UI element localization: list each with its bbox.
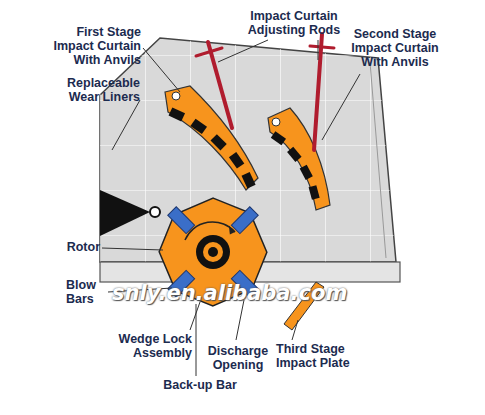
part-label: Back-up Bar — [150, 378, 250, 392]
part-label: Rotor — [60, 240, 100, 254]
first-stage-curtain — [165, 86, 258, 190]
part-label: Impact Curtain Adjusting Rods — [240, 9, 348, 37]
part-label: Second Stage Impact Curtain With Anvils — [340, 27, 450, 69]
watermark: snly.en.alibaba.com — [112, 281, 412, 305]
part-label: First Stage Impact Curtain With Anvils — [36, 25, 141, 67]
curtain-pivot — [272, 118, 280, 126]
anvils — [169, 107, 256, 188]
housing-liner — [370, 62, 386, 258]
curtain-pivot — [172, 92, 180, 100]
leader-lines — [102, 40, 360, 376]
part-label: Discharge Opening — [202, 344, 274, 372]
part-label: Wedge Lock Assembly — [110, 332, 192, 360]
anvils — [271, 131, 320, 200]
second-stage-curtain — [268, 108, 330, 210]
adjusting-rods — [196, 34, 334, 150]
part-label: Replaceable Wear Liners — [48, 76, 140, 104]
part-label: Third Stage Impact Plate — [276, 342, 362, 370]
wear-liner — [100, 190, 150, 236]
part-label: Blow Bars — [66, 278, 106, 306]
pivot-pin — [150, 207, 160, 217]
